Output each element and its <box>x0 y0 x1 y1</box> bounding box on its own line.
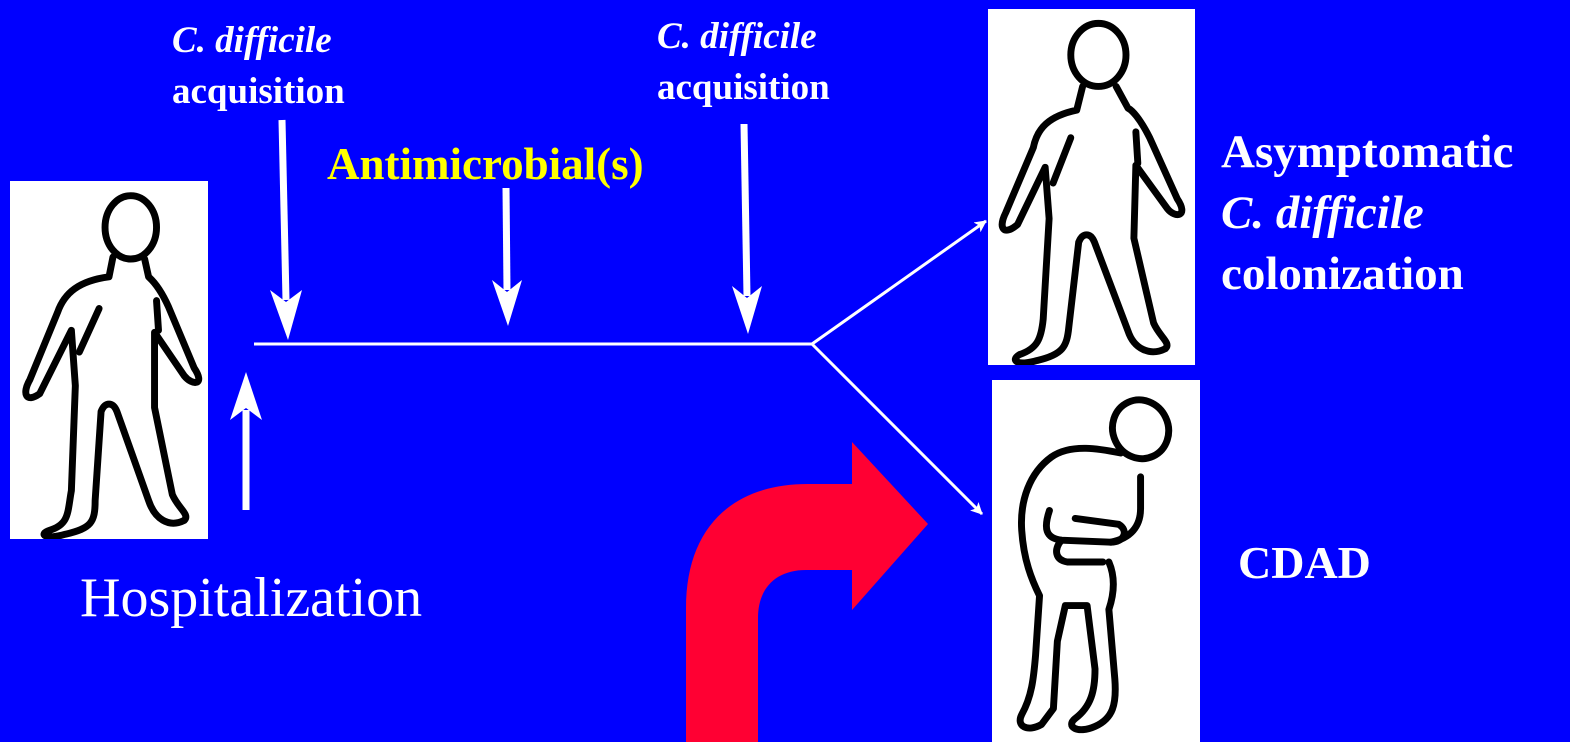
doubled-over-person-icon <box>992 380 1200 742</box>
acquisition-text: acquisition <box>657 62 830 113</box>
colonization-line-1: Asymptomatic <box>1221 122 1513 183</box>
organism-name: C. difficile <box>172 20 332 61</box>
standing-person-icon <box>988 9 1195 365</box>
branch-cdad-arrow <box>812 344 982 514</box>
antimicrobial-arrow <box>492 188 522 326</box>
hospitalization-label: Hospitalization <box>80 566 422 630</box>
organism-name: C. difficile <box>657 16 817 57</box>
patient-ill-figure <box>992 380 1200 742</box>
acquisition-arrow-2 <box>732 124 762 334</box>
standing-person-icon <box>10 181 208 539</box>
hospitalization-arrow <box>230 372 262 510</box>
acquisition-arrow-1 <box>270 120 302 340</box>
acquisition-label-1: C. difficile acquisition <box>172 15 345 117</box>
acquisition-text: acquisition <box>172 66 345 117</box>
colonization-line-3: colonization <box>1221 244 1513 305</box>
colonization-label: Asymptomatic C. difficile colonization <box>1221 122 1513 305</box>
cdad-label: CDAD <box>1238 536 1371 589</box>
red-curved-arrow <box>686 442 928 742</box>
antimicrobial-label: Antimicrobial(s) <box>327 138 644 190</box>
acquisition-label-2: C. difficile acquisition <box>657 11 830 113</box>
patient-admitted-figure <box>10 181 208 539</box>
branch-colonization-arrow <box>812 221 986 344</box>
patient-colonized-figure <box>988 9 1195 365</box>
colonization-line-2: C. difficile <box>1221 187 1424 239</box>
